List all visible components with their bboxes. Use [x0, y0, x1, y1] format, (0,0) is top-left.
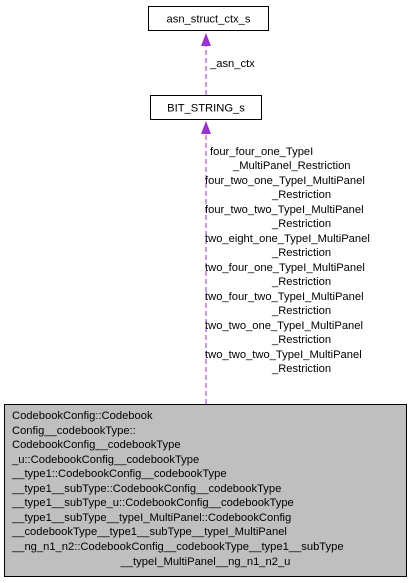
- node-codebook-config-line: CodebookConfig__codebookType: [12, 439, 181, 451]
- edge-label-line: _MultiPanel_Restriction: [232, 160, 351, 172]
- edge-label-line: _Restriction: [271, 189, 331, 201]
- node-codebook-config-box: [4, 404, 407, 577]
- node-codebook-config-line: __ng_n1_n2::CodebookConfig__codebookType…: [11, 541, 344, 553]
- edge-label-line: _Restriction: [271, 305, 331, 317]
- node-codebook-config-line: __type1::CodebookConfig__codebookType: [11, 468, 227, 480]
- edge-label-line: four_two_two_TypeI_MultiPanel: [205, 204, 364, 216]
- edge-label-line: _Restriction: [271, 276, 331, 288]
- node-codebook-config-line: __type1__subType_u::CodebookConfig__code…: [11, 497, 294, 509]
- node-asn-struct-ctx-box: [148, 6, 269, 31]
- edge-label-line: two_two_one_TypeI_MultiPanel: [205, 320, 363, 332]
- node-asn-struct-ctx-label: asn_struct_ctx_s: [167, 14, 251, 26]
- edge-label-line: two_two_two_TypeI_MultiPanel: [205, 349, 362, 361]
- edge-label-line: four_two_one_TypeI_MultiPanel: [205, 175, 365, 187]
- node-codebook-config-line: CodebookConfig::Codebook: [12, 410, 153, 422]
- edge-label-line: _Restriction: [271, 334, 331, 346]
- node-codebook-config-line: __codebookType__type1__subType__typeI_Mu…: [11, 526, 287, 538]
- edge-label-line: two_four_one_TypeI_MultiPanel: [205, 262, 365, 274]
- node-bit-string-box: [150, 95, 262, 120]
- edge-asn-ctx-arrowhead: [201, 33, 211, 46]
- edge-label-line: two_four_two_TypeI_MultiPanel: [205, 291, 364, 303]
- node-codebook-config-line: _u::CodebookConfig__codebookType: [11, 454, 199, 466]
- edge-label-line: _Restriction: [271, 363, 331, 375]
- node-codebook-config-line: Config__codebookType::: [12, 425, 136, 437]
- edge-label-line: _Restriction: [271, 247, 331, 259]
- edge-label-line: two_eight_one_TypeI_MultiPanel: [205, 233, 370, 245]
- node-codebook-config-line: __typeI_MultiPanel__ng_n1_n2_u: [120, 556, 291, 568]
- node-codebook-config-line: __type1__subType::CodebookConfig__codebo…: [11, 483, 281, 495]
- edge-label-line: _Restriction: [271, 218, 331, 230]
- node-asn-struct-ctx[interactable]: asn_struct_ctx_s: [148, 6, 269, 31]
- node-codebook-config-line: __type1__subType__typeI_MultiPanel::Code…: [11, 512, 291, 524]
- edge-restrictions-arrowhead: [201, 121, 211, 134]
- node-bit-string-label: BIT_STRING_s: [167, 103, 245, 115]
- node-codebook-config[interactable]: CodebookConfig::Codebook Config__codeboo…: [4, 404, 407, 577]
- node-bit-string[interactable]: BIT_STRING_s: [150, 95, 262, 120]
- edge-label-line: four_four_one_TypeI: [210, 146, 313, 158]
- edge-asn-ctx-label: _asn_ctx: [209, 58, 255, 70]
- edge-restrictions: four_four_one_TypeI _MultiPanel_Restrict…: [201, 121, 370, 404]
- edge-asn-ctx: _asn_ctx: [201, 33, 255, 95]
